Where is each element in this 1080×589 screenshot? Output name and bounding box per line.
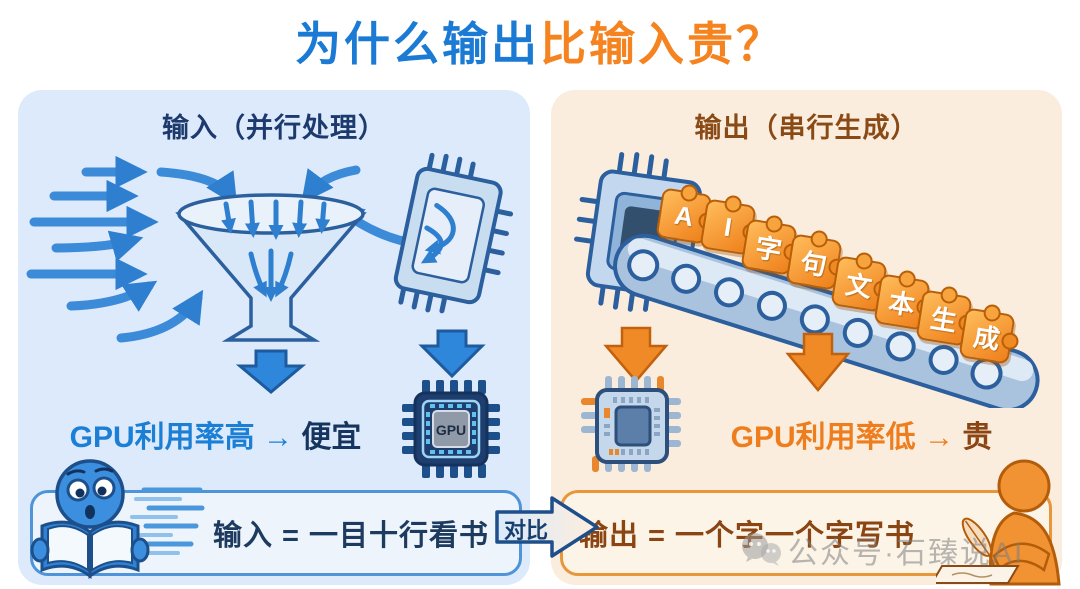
input-arrows bbox=[26, 155, 423, 343]
watermark: 公众号·石臻说AI bbox=[740, 528, 1024, 572]
title-orange-part: 比输入贵？ bbox=[540, 18, 785, 70]
input-gpu-text: GPU利用率高 → bbox=[69, 421, 302, 454]
quill-pen bbox=[961, 517, 996, 569]
low-utilization-chip-icon bbox=[581, 376, 681, 472]
writing-paper bbox=[936, 565, 1020, 584]
gpu-chip-pins bbox=[402, 380, 500, 478]
reader-mouth bbox=[85, 505, 95, 519]
gpu-chip-icon: GPU bbox=[402, 380, 500, 478]
input-gpu-line: GPU利用率高 → 便宜 bbox=[28, 412, 403, 456]
output-gpu-result: 贵 bbox=[962, 421, 993, 454]
serial-conveyor-illustration bbox=[574, 152, 1040, 408]
handwriting-line bbox=[951, 572, 993, 578]
input-analogy-text: 输入 = 一目十行看书 bbox=[212, 520, 490, 552]
output-chip-down-arrow bbox=[603, 326, 669, 383]
output-analogy-strip: 输出 = 一个字一个字写书 bbox=[560, 490, 1052, 576]
compare-arrow: 对比 bbox=[495, 494, 601, 560]
slow-writer-character bbox=[936, 459, 1061, 586]
token-piece: 成 bbox=[958, 307, 1016, 365]
input-panel-header: 输入（并行处理） bbox=[162, 113, 386, 143]
gpu-chip-label: GPU bbox=[436, 422, 466, 438]
conveyor-belt bbox=[613, 233, 1040, 408]
funnel-down-arrow bbox=[235, 349, 307, 394]
funnel-inner-arrows bbox=[221, 199, 331, 302]
output-panel-header: 输出（串行生成） bbox=[694, 113, 919, 143]
input-gpu-result: 便宜 bbox=[301, 421, 362, 454]
writer-arm bbox=[992, 542, 1051, 573]
fast-reader-character bbox=[30, 459, 205, 579]
wechat-icon bbox=[742, 533, 781, 566]
open-book bbox=[30, 520, 150, 579]
compare-arrow-shape bbox=[495, 496, 599, 558]
funnel-mouth bbox=[177, 193, 365, 235]
writer-head bbox=[997, 459, 1051, 513]
output-gpu-line: GPU利用率低 → 贵 bbox=[669, 412, 1054, 456]
compare-arrow-label: 对比 bbox=[503, 518, 548, 543]
title-blue-part: 为什么输出 bbox=[295, 18, 540, 70]
chip-down-arrow bbox=[418, 329, 486, 379]
belt-down-arrow bbox=[785, 332, 851, 392]
output-gpu-text: GPU利用率低 → bbox=[730, 421, 963, 454]
page-title: 为什么输出比输入贵？ bbox=[0, 8, 1080, 74]
parallel-funnel-illustration bbox=[26, 152, 514, 394]
input-chip bbox=[393, 152, 514, 314]
watermark-text: 公众号·石臻说AI bbox=[788, 537, 1025, 570]
